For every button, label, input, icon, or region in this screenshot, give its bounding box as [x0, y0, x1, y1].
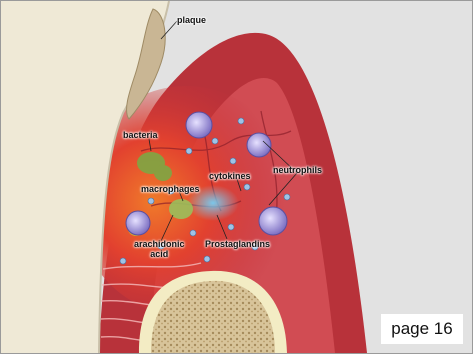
arachidonic-line-1: arachidonic — [134, 239, 185, 249]
arachidonic-line-2: acid — [150, 249, 168, 259]
neutrophils-label: neutrophils — [273, 165, 322, 175]
cytokines-label: cytokines — [209, 171, 251, 181]
plaque-label: plaque — [177, 15, 206, 25]
bacteria-label: bacteria — [123, 130, 158, 140]
arachidonic-acid-label: arachidonic acid — [134, 239, 185, 259]
macrophages-label: macrophages — [141, 184, 200, 194]
prostaglandins-label: Prostaglandins — [205, 239, 270, 249]
page-number-tag: page 16 — [381, 314, 463, 344]
